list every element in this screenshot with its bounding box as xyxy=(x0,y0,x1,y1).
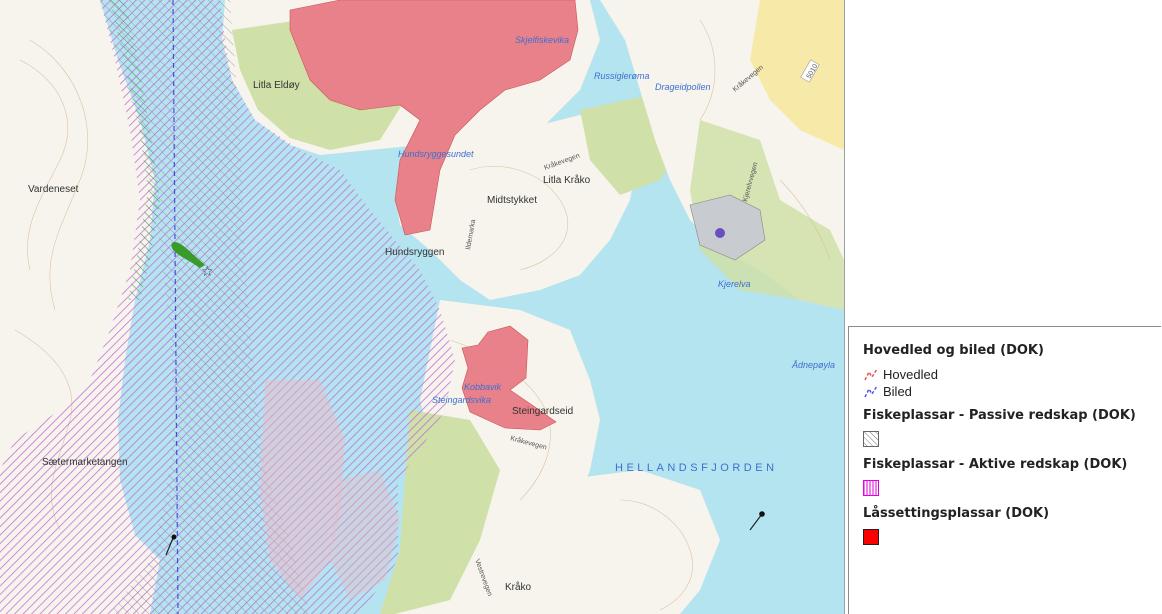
legend-symbol-active xyxy=(863,480,1161,496)
lassetting-area-north xyxy=(289,0,579,236)
label-steingardseid: Steingardseid xyxy=(512,406,573,417)
label-litla-eldoy: Litla Eldøy xyxy=(253,80,300,91)
land-southeast xyxy=(560,470,720,614)
legend-title-lassetting: Låssettingsplassar (DOK) xyxy=(863,506,1050,521)
label-hundsryggen: Hundsryggen xyxy=(385,247,444,258)
label-hundsryggesundet: Hundsryggesundet xyxy=(398,149,474,159)
legend-item-biled: Biled xyxy=(863,383,1161,400)
label-adnepoyla: Ådnepøyla xyxy=(791,360,835,370)
secondary-fairway-icon xyxy=(864,385,878,397)
legend-item-hovedled: Hovedled xyxy=(863,366,1161,383)
label-russiglerøma: Russiglerøma xyxy=(594,71,650,81)
map-legend: Hovedled og biled (DOK) Hovedled Biled F… xyxy=(848,326,1161,614)
legend-label-hovedled: Hovedled xyxy=(883,367,938,382)
label-kobbavik: Kobbavik xyxy=(464,382,502,392)
facility-icon xyxy=(715,228,725,238)
vertical-hatch-icon xyxy=(863,480,879,496)
label-litla-krako: Litla Kråko xyxy=(543,174,591,186)
label-midtstykket: Midtstykket xyxy=(487,195,537,206)
label-vardeneset: Vardeneset xyxy=(28,184,79,195)
label-skjelfiskevika: Skjelfiskevika xyxy=(515,35,569,45)
legend-title-fairway: Hovedled og biled (DOK) xyxy=(863,343,1044,358)
label-drageidpollen: Drageidpollen xyxy=(655,82,711,92)
legend-title-active: Fiskeplassar - Aktive redskap (DOK) xyxy=(863,457,1128,472)
label-kjerelva: Kjerelva xyxy=(718,279,751,289)
diagonal-hatch-icon xyxy=(863,431,879,447)
urban-northeast xyxy=(750,0,844,150)
shallow-area-south xyxy=(260,380,345,600)
star-marker-icon: ☆ xyxy=(201,264,214,280)
wind-turbine-icon xyxy=(171,241,205,268)
forest-northeast xyxy=(690,120,844,310)
legend-title-passive: Fiskeplassar - Passive redskap (DOK) xyxy=(863,408,1136,423)
route-badge xyxy=(800,59,820,83)
industrial-facility xyxy=(689,194,766,261)
beacon-icon-east xyxy=(749,511,765,531)
map-canvas[interactable]: ☆ 5010 Litla Eldøy Skjelfiskevika Dragei… xyxy=(0,0,845,614)
shallow-area-south-2 xyxy=(330,470,400,600)
red-square-icon xyxy=(863,529,879,545)
label-saetermarketangen: Sætermarketangen xyxy=(42,457,128,468)
legend-symbol-passive xyxy=(863,431,1161,447)
legend-label-biled: Biled xyxy=(883,384,912,399)
label-hellandsfjorden: HELLANDSFJORDEN xyxy=(615,462,778,474)
land-litla-krako xyxy=(395,110,640,300)
legend-symbol-lassetting xyxy=(863,529,1161,545)
lassetting-area-kobbavik xyxy=(461,325,557,431)
fairway-secondary xyxy=(172,0,179,614)
protected-shore-band xyxy=(110,0,160,300)
main-fairway-icon xyxy=(864,368,878,380)
label-krako: Kråko xyxy=(505,581,532,593)
beacon-icon-west xyxy=(165,534,177,556)
label-steingardsvika: Steingardsvika xyxy=(432,395,491,405)
